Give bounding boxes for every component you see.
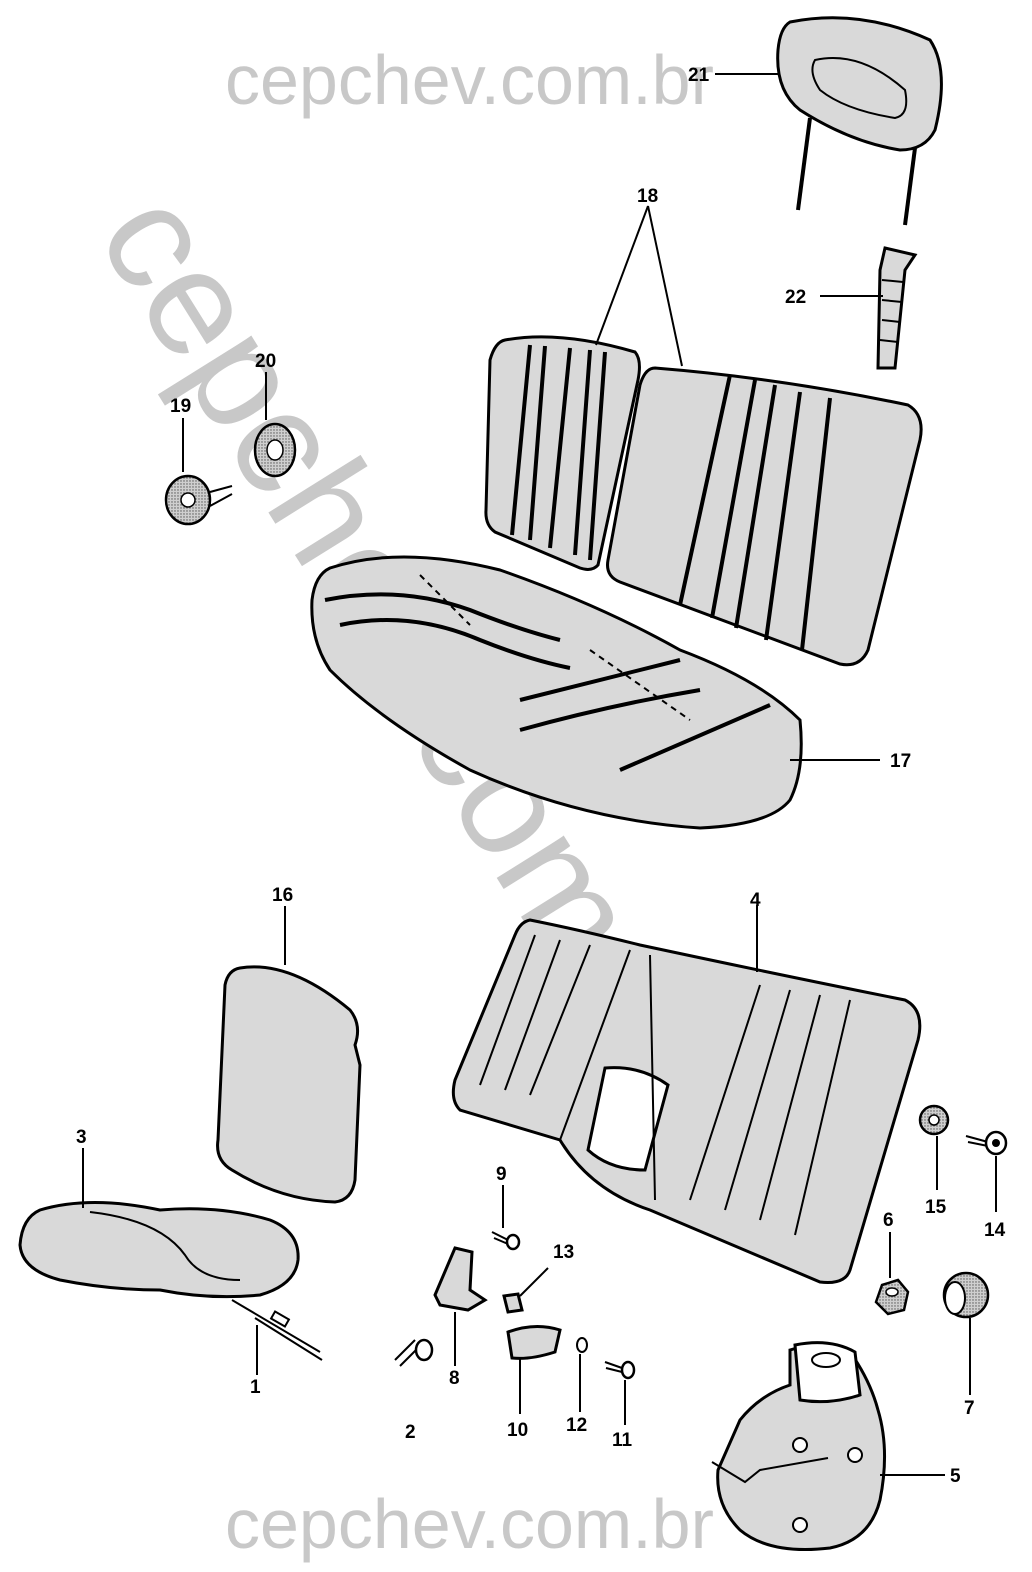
callout-12: 12 <box>566 1415 587 1436</box>
clip <box>502 1292 524 1314</box>
seat-cushion <box>310 555 803 830</box>
seatback-left <box>484 335 641 571</box>
callout-2: 2 <box>405 1422 416 1443</box>
cap <box>942 1271 990 1319</box>
callout-21: 21 <box>688 65 710 86</box>
callout-17: 17 <box>890 751 911 772</box>
callout-14: 14 <box>984 1220 1006 1241</box>
headrest <box>776 16 943 226</box>
callout-6: 6 <box>883 1210 894 1231</box>
seat-pad <box>18 1201 300 1299</box>
hinge <box>433 1246 488 1312</box>
callout-4: 4 <box>750 890 761 911</box>
leader-lines <box>82 73 997 1476</box>
knob <box>164 474 233 526</box>
callout-8: 8 <box>449 1368 460 1389</box>
seatback-frame <box>451 918 922 1284</box>
screw-14 <box>965 1130 1008 1156</box>
nut <box>874 1278 910 1316</box>
callout-15: 15 <box>925 1197 947 1218</box>
callout-7: 7 <box>964 1398 975 1419</box>
watermark-top: cepchev.com.br <box>225 41 714 119</box>
callout-19: 19 <box>170 396 191 417</box>
callout-20: 20 <box>255 351 276 372</box>
washer <box>576 1337 588 1353</box>
callout-16: 16 <box>272 885 293 906</box>
release-lever <box>231 1299 323 1361</box>
callout-1: 1 <box>250 1377 261 1398</box>
callout-22: 22 <box>785 287 806 308</box>
callout-11: 11 <box>612 1430 633 1451</box>
latch-plate <box>506 1325 562 1360</box>
bolt <box>394 1338 434 1367</box>
callout-9: 9 <box>496 1164 507 1185</box>
seatback-right <box>606 366 923 667</box>
callout-3: 3 <box>76 1127 87 1148</box>
callout-10: 10 <box>507 1420 528 1441</box>
watermark-bottom: cepchev.com.br <box>225 1485 714 1563</box>
backrest-pad <box>216 965 362 1204</box>
recliner-mechanism <box>711 1341 886 1552</box>
screw-11 <box>604 1360 636 1380</box>
headrest-guide <box>876 246 918 370</box>
callout-18: 18 <box>637 186 658 207</box>
callout-13: 13 <box>553 1242 574 1263</box>
grommet-15 <box>918 1104 950 1136</box>
callout-5: 5 <box>950 1466 961 1487</box>
screw-9 <box>491 1231 521 1251</box>
gear <box>253 422 297 478</box>
